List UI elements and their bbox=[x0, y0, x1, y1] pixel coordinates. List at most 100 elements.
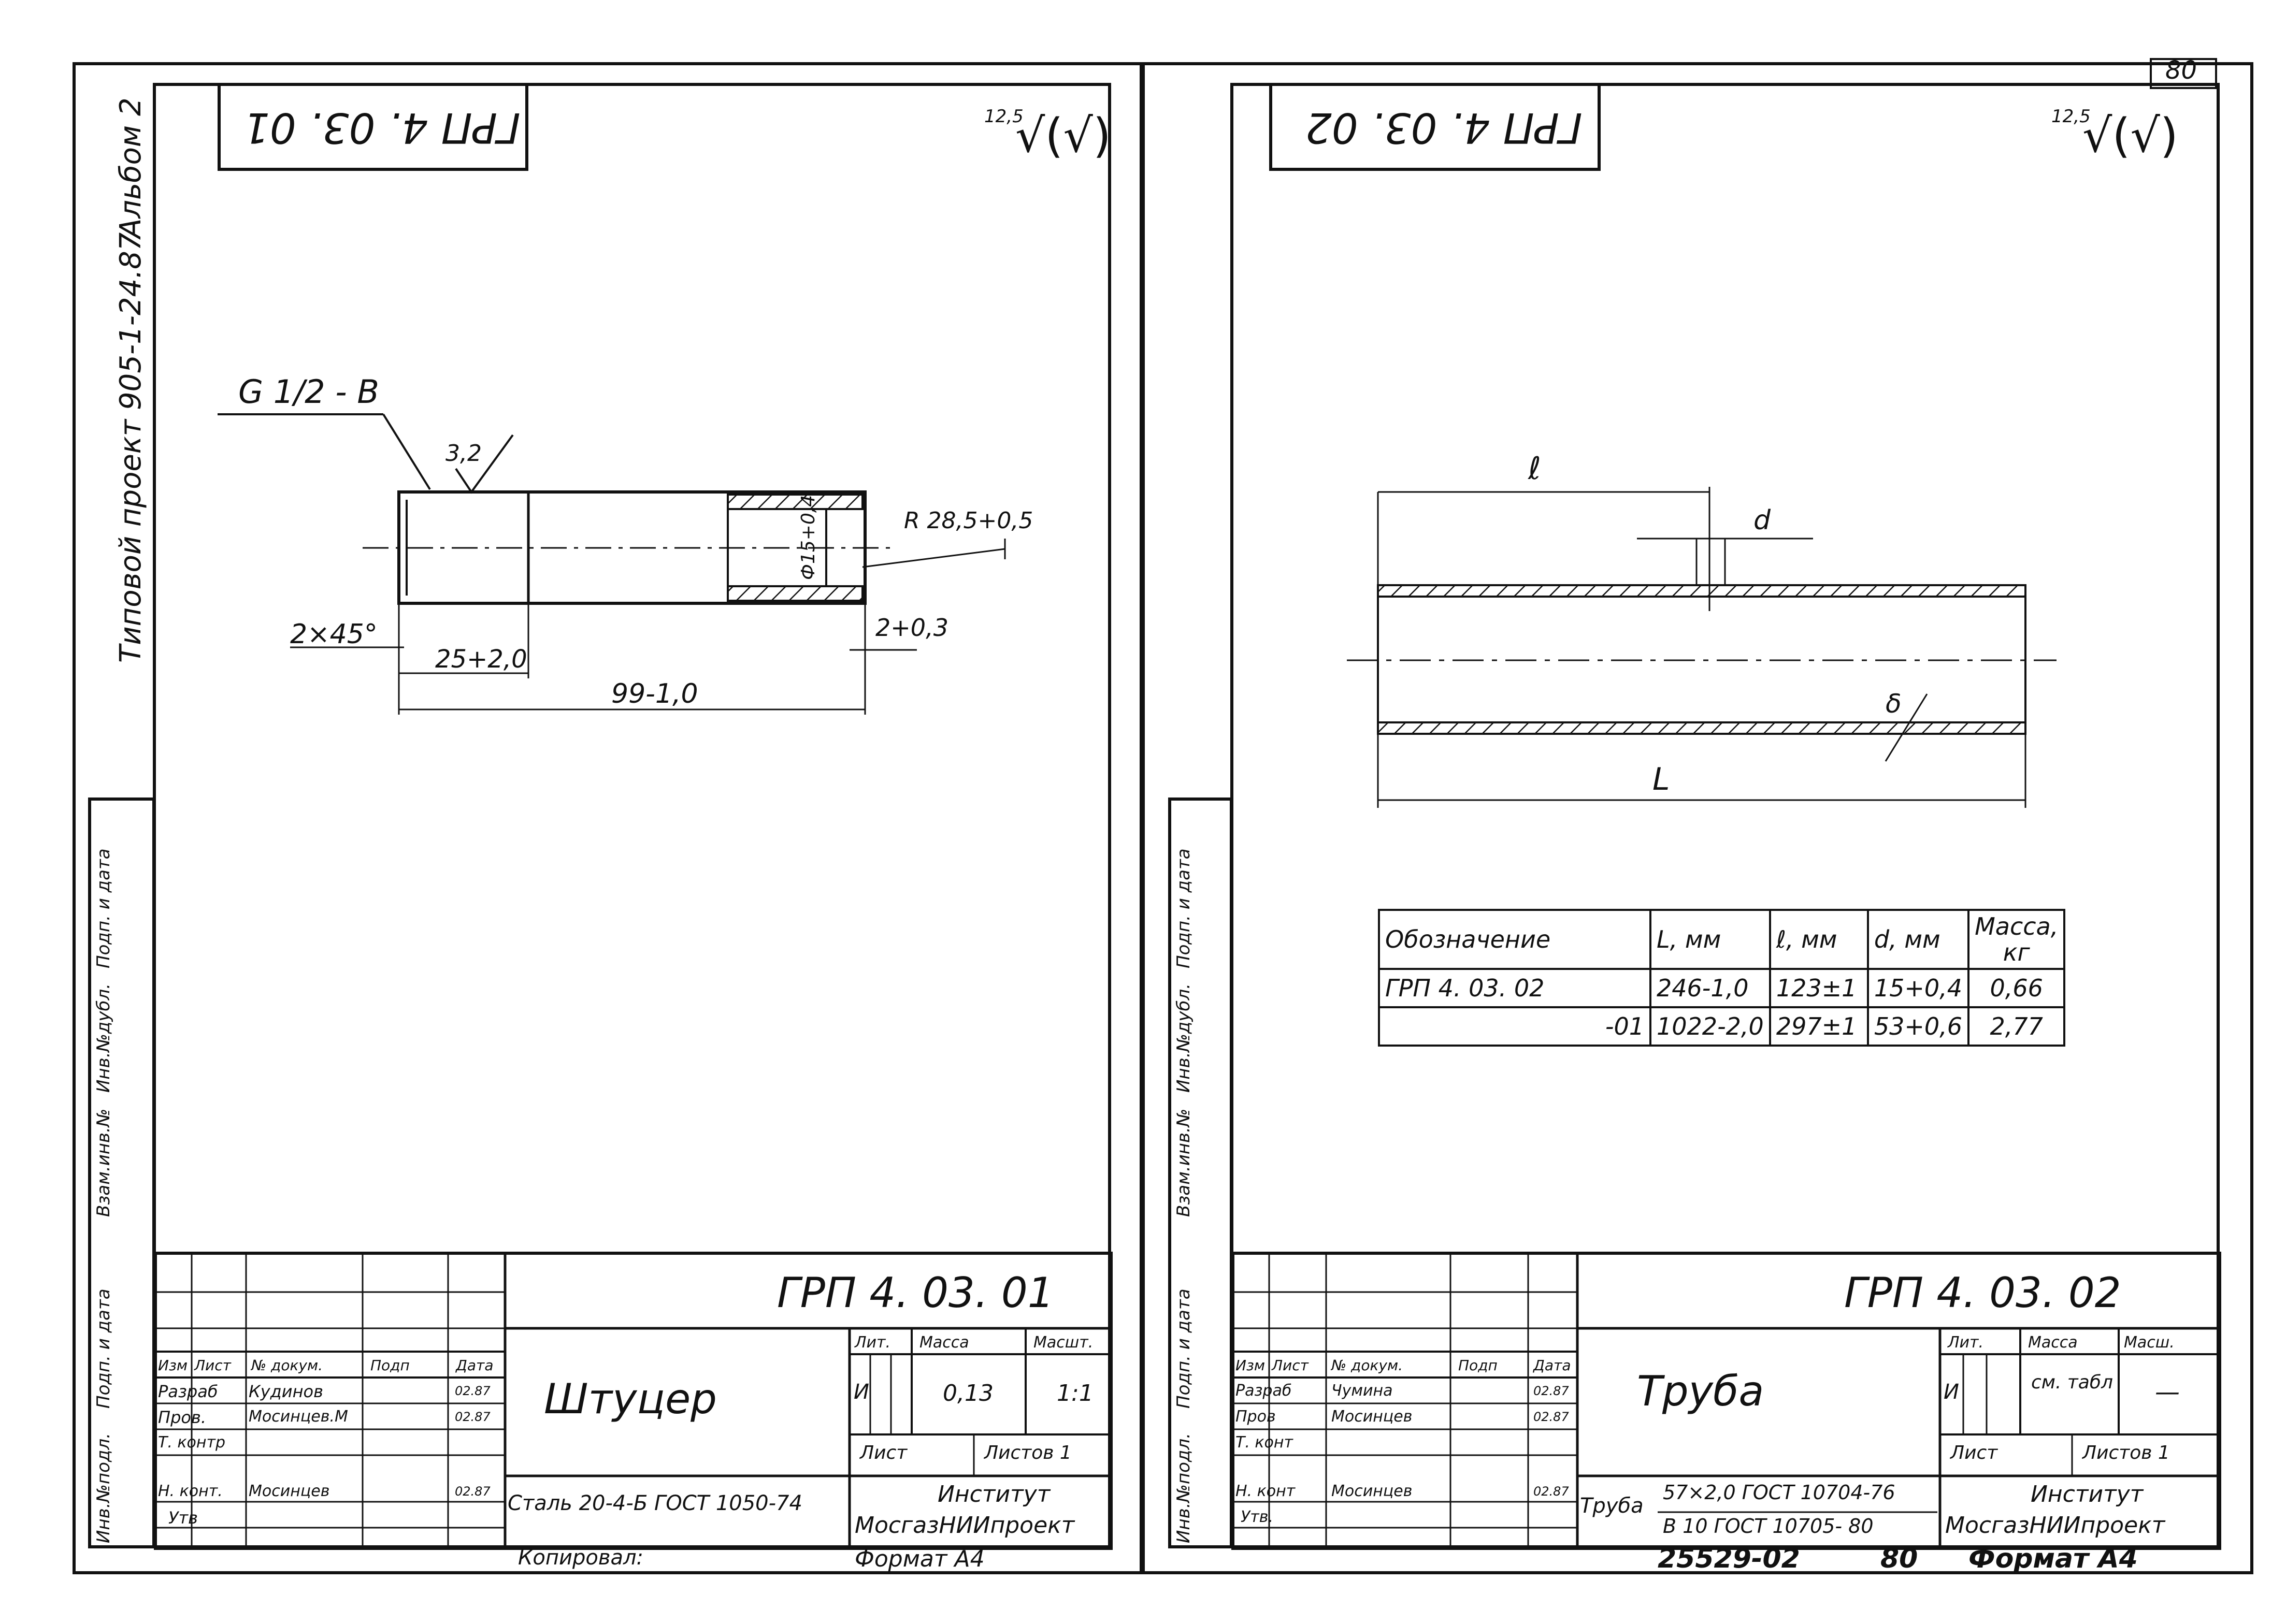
left-tb-head-sheet: Лист bbox=[194, 1357, 231, 1374]
left-tb-head-date: Дата bbox=[456, 1357, 494, 1374]
right-tb-row-date: 02.87 bbox=[1533, 1384, 1569, 1398]
left-sheet bbox=[73, 62, 1145, 1574]
dim-thread: G 1/2 - B bbox=[238, 373, 379, 411]
left-tb-row-name: Мосинцев bbox=[249, 1482, 330, 1500]
pipe-label-delta: δ bbox=[1886, 689, 1902, 719]
right-tb-material-label: Труба bbox=[1580, 1494, 1644, 1518]
left-tb-sheets-label: Листов 1 bbox=[984, 1442, 1072, 1463]
right-tb-head-doc: № докум. bbox=[1331, 1357, 1403, 1374]
right-roughness: 12,5 bbox=[2051, 106, 2091, 127]
left-tb-row-role: Разраб bbox=[158, 1382, 218, 1401]
page-number-box bbox=[2150, 58, 2217, 89]
right-tb-scale: — bbox=[2155, 1378, 2180, 1407]
dim-roughness-local: 3,2 bbox=[445, 440, 482, 467]
left-tb-head-sign: Подп bbox=[370, 1357, 410, 1374]
left-side-strip bbox=[88, 798, 155, 1548]
dim-total-length: 99-1,0 bbox=[611, 678, 698, 709]
right-bottom-caption-left: 25529-02 bbox=[1658, 1543, 1800, 1574]
left-tb-head-role: Изм bbox=[158, 1357, 188, 1374]
right-tb-row-role: Утв. bbox=[1241, 1508, 1273, 1526]
left-tb-row-role: Утв bbox=[168, 1508, 198, 1528]
right-tb-material-bottom: В 10 ГОСТ 10705- 80 bbox=[1663, 1515, 1874, 1538]
left-tb-mass: 0,13 bbox=[943, 1380, 994, 1407]
pipe-label-d: d bbox=[1753, 505, 1771, 536]
left-tb-scale-label: Масшт. bbox=[1033, 1333, 1094, 1352]
right-tb-row-role: Н. конт bbox=[1235, 1482, 1296, 1500]
right-tb-sheets-label: Листов 1 bbox=[2082, 1442, 2170, 1463]
dim-groove: 2+0,3 bbox=[875, 614, 948, 642]
left-tb-scale: 1:1 bbox=[1057, 1380, 1094, 1407]
pipe-label-L: L bbox=[1652, 761, 1670, 798]
right-tb-head-role: Изм bbox=[1235, 1357, 1265, 1374]
dim-radius: R 28,5+0,5 bbox=[904, 508, 1033, 534]
table-header: d, мм bbox=[1866, 909, 1970, 970]
table-cell: ГРП 4. 03. 02 bbox=[1378, 968, 1651, 1008]
table-cell: 53+0,6 bbox=[1866, 1006, 1970, 1047]
right-tb-material-top: 57×2,0 ГОСТ 10704-76 bbox=[1663, 1481, 1895, 1504]
right-tb-head-date: Дата bbox=[1533, 1357, 1571, 1374]
right-tb-scale-label: Масш. bbox=[2124, 1333, 2175, 1352]
dim-thread-length: 25+2,0 bbox=[435, 645, 527, 674]
left-tb-head-doc: № докум. bbox=[251, 1357, 323, 1374]
right-tb-row-role: Т. конт bbox=[1235, 1433, 1293, 1452]
right-roughness-icon: √(√) bbox=[2082, 109, 2178, 163]
right-stamp-box bbox=[1269, 83, 1601, 171]
left-tb-row-date: 02.87 bbox=[455, 1384, 491, 1398]
table-cell: 15+0,4 bbox=[1866, 968, 1970, 1008]
table-header: L, мм bbox=[1649, 909, 1771, 970]
left-stamp-box bbox=[218, 83, 528, 171]
right-tb-lit-label: Лит. bbox=[1948, 1333, 1984, 1352]
table-cell: 2,77 bbox=[1967, 1006, 2066, 1047]
right-tb-head-sign: Подп bbox=[1458, 1357, 1498, 1374]
left-roughness-icon: √(√) bbox=[1015, 109, 1111, 163]
right-bottom-caption-mid: 80 bbox=[1880, 1543, 1918, 1574]
table-header: Масса, кг bbox=[1967, 909, 2066, 970]
right-tb-org-1: Институт bbox=[2031, 1481, 2144, 1507]
table-cell: 1022-2,0 bbox=[1649, 1006, 1771, 1047]
left-tb-org-1: Институт bbox=[938, 1481, 1051, 1507]
right-tb-row-name: Чумина bbox=[1331, 1382, 1393, 1400]
table-row: ГРП 4. 03. 02 246-1,0 123±1 15+0,4 0,66 bbox=[1378, 968, 2066, 1008]
right-tb-row-date: 02.87 bbox=[1533, 1410, 1569, 1424]
table-header: ℓ, мм bbox=[1769, 909, 1869, 970]
right-tb-designation: ГРП 4. 03. 02 bbox=[1844, 1269, 2121, 1317]
left-tb-row-date: 02.87 bbox=[455, 1484, 491, 1499]
left-tb-row-role: Н. конт. bbox=[158, 1482, 223, 1500]
right-tb-row-date: 02.87 bbox=[1533, 1484, 1569, 1499]
right-tb-row-name: Мосинцев bbox=[1331, 1408, 1413, 1426]
left-tb-designation: ГРП 4. 03. 01 bbox=[777, 1269, 1054, 1317]
left-tb-lit: И bbox=[854, 1380, 869, 1404]
table-cell: 0,66 bbox=[1967, 968, 2066, 1008]
table-row: -01 1022-2,0 297±1 53+0,6 2,77 bbox=[1378, 1006, 2066, 1047]
left-tb-name: Штуцер bbox=[544, 1375, 717, 1423]
table-cell: 123±1 bbox=[1769, 968, 1869, 1008]
right-tb-row-role: Пров bbox=[1235, 1408, 1276, 1426]
table-cell: 246-1,0 bbox=[1649, 968, 1771, 1008]
right-tb-mass: см. табл bbox=[2031, 1372, 2114, 1393]
left-tb-row-date: 02.87 bbox=[455, 1410, 491, 1424]
left-tb-lit-label: Лит. bbox=[855, 1333, 891, 1352]
left-tb-mass-label: Масса bbox=[919, 1333, 969, 1352]
left-tb-row-name: Кудинов bbox=[249, 1382, 323, 1401]
right-tb-org-2: МосгазНИИпроект bbox=[1945, 1512, 2165, 1539]
table-cell: -01 bbox=[1378, 1006, 1651, 1047]
right-tb-sheet-label: Лист bbox=[1950, 1442, 1998, 1463]
left-tb-row-role: Пров. bbox=[158, 1408, 206, 1427]
dim-chamfer: 2×45° bbox=[290, 619, 378, 650]
left-tb-org-2: МосгазНИИпроект bbox=[855, 1512, 1075, 1539]
left-tb-material: Сталь 20-4-Б ГОСТ 1050-74 bbox=[508, 1491, 802, 1515]
left-bottom-caption-right: Формат А4 bbox=[855, 1546, 985, 1572]
right-tb-row-name: Мосинцев bbox=[1331, 1482, 1413, 1500]
right-tb-head-sheet: Лист bbox=[1272, 1357, 1309, 1374]
left-roughness: 12,5 bbox=[984, 106, 1024, 127]
right-tb-lit: И bbox=[1944, 1380, 1959, 1404]
left-tb-row-name: Мосинцев.М bbox=[249, 1408, 348, 1426]
right-sheet bbox=[1140, 62, 2253, 1574]
right-tb-row-role: Разраб bbox=[1235, 1382, 1292, 1400]
pipe-label-l: ℓ bbox=[1528, 451, 1541, 487]
left-bottom-caption-left: Копировал: bbox=[518, 1546, 644, 1570]
left-tb-sheet-label: Лист bbox=[860, 1442, 908, 1463]
